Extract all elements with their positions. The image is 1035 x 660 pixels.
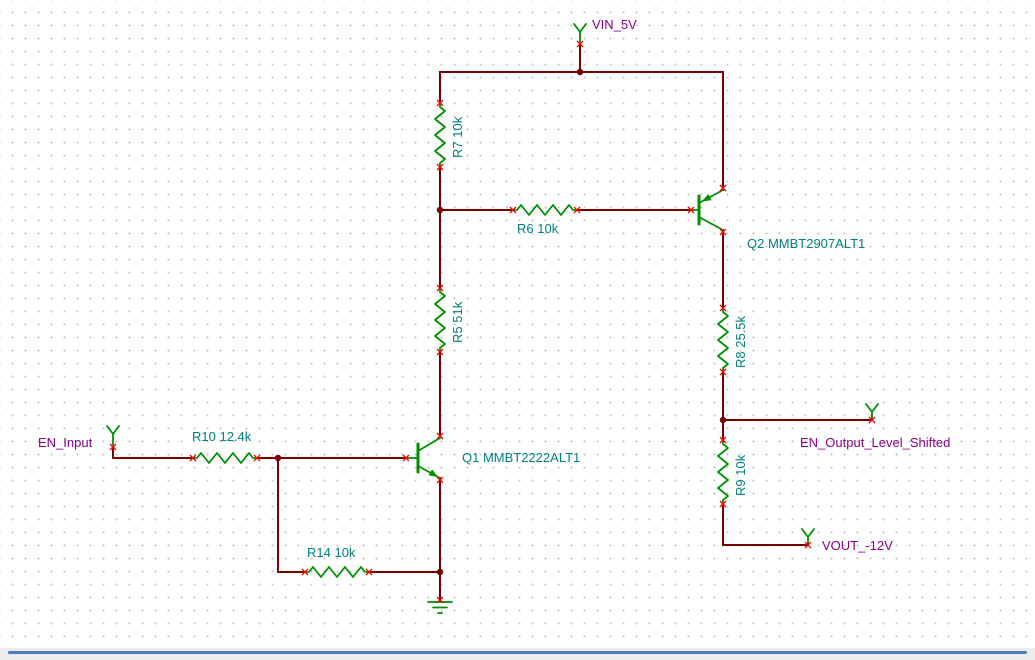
net-label-vin[interactable]: VIN_5V: [592, 17, 637, 32]
resistor-body: [512, 204, 578, 216]
bottom-border-line: [8, 651, 1027, 654]
net-labels: VIN_5V EN_Input EN_Output_Level_Shifted …: [38, 17, 950, 553]
resistor-R14[interactable]: [304, 566, 370, 578]
resistor-R8[interactable]: [717, 307, 729, 373]
resistor-body: [434, 102, 446, 168]
transistor-Q2[interactable]: [690, 189, 724, 231]
resistor-body: [192, 452, 258, 464]
q2-emitter-arrow-icon: [702, 194, 712, 202]
wires: [112, 43, 873, 601]
port-pin-en-input[interactable]: [106, 425, 120, 448]
junction-top-rail: [576, 68, 584, 76]
label-r8[interactable]: R8 25.5k: [733, 315, 748, 368]
port-pin-vin[interactable]: [573, 23, 587, 45]
resistor-body: [434, 287, 446, 353]
pin-fork-icon: [106, 425, 120, 435]
resistor-R7[interactable]: [434, 102, 446, 168]
junction-base-branch: [274, 454, 282, 462]
label-r5[interactable]: R5 51k: [450, 301, 465, 343]
resistor-body: [304, 566, 370, 578]
window-bottom-edge: [0, 648, 1035, 660]
wire-base-node-to-r14[interactable]: [277, 457, 306, 573]
resistor-body: [717, 307, 729, 373]
resistor-R9[interactable]: [717, 439, 729, 505]
label-r7[interactable]: R7 10k: [450, 116, 465, 158]
net-label-vout[interactable]: VOUT_-12V: [822, 538, 893, 553]
port-pin-en-output[interactable]: [865, 403, 879, 421]
component-symbols: [106, 23, 879, 614]
pin-fork-icon: [801, 528, 815, 538]
terminal-x-marks: [109, 40, 876, 604]
label-r14[interactable]: R14 10k: [307, 545, 356, 560]
junction-dots: [274, 68, 727, 576]
resistor-R10[interactable]: [192, 452, 258, 464]
pin-fork-icon: [573, 23, 587, 33]
q1-emitter-arrow-icon: [428, 469, 438, 477]
label-q2[interactable]: Q2 MMBT2907ALT1: [747, 236, 865, 251]
pin-fork-icon: [865, 403, 879, 413]
junction-r7-r6: [436, 206, 444, 214]
q2-collector-lead: [698, 216, 724, 231]
wire-en-input-to-r10[interactable]: [112, 446, 194, 459]
ground-symbol[interactable]: [427, 601, 453, 614]
junction-emitter-r14: [436, 568, 444, 576]
resistor-R6[interactable]: [512, 204, 578, 216]
resistor-R5[interactable]: [434, 287, 446, 353]
port-pin-vout[interactable]: [801, 528, 815, 546]
label-r10[interactable]: R10 12.4k: [192, 429, 252, 444]
junction-r8-r9-output: [719, 416, 727, 424]
resistor-body: [717, 439, 729, 505]
label-r6[interactable]: R6 10k: [517, 221, 559, 236]
q1-collector-lead: [417, 437, 441, 452]
label-r9[interactable]: R9 10k: [733, 454, 748, 496]
wire-r9-to-vout-pin[interactable]: [722, 503, 809, 546]
transistor-Q1[interactable]: [405, 437, 441, 479]
label-q1[interactable]: Q1 MMBT2222ALT1: [462, 450, 580, 465]
net-label-en-input[interactable]: EN_Input: [38, 435, 93, 450]
wire-top-rail[interactable]: [439, 71, 724, 191]
terminal-marks: [109, 40, 876, 604]
net-label-en-output[interactable]: EN_Output_Level_Shifted: [800, 435, 950, 450]
part-labels: R7 10k R5 51k R8 25.5k R9 10k R6 10k R10…: [192, 116, 865, 560]
